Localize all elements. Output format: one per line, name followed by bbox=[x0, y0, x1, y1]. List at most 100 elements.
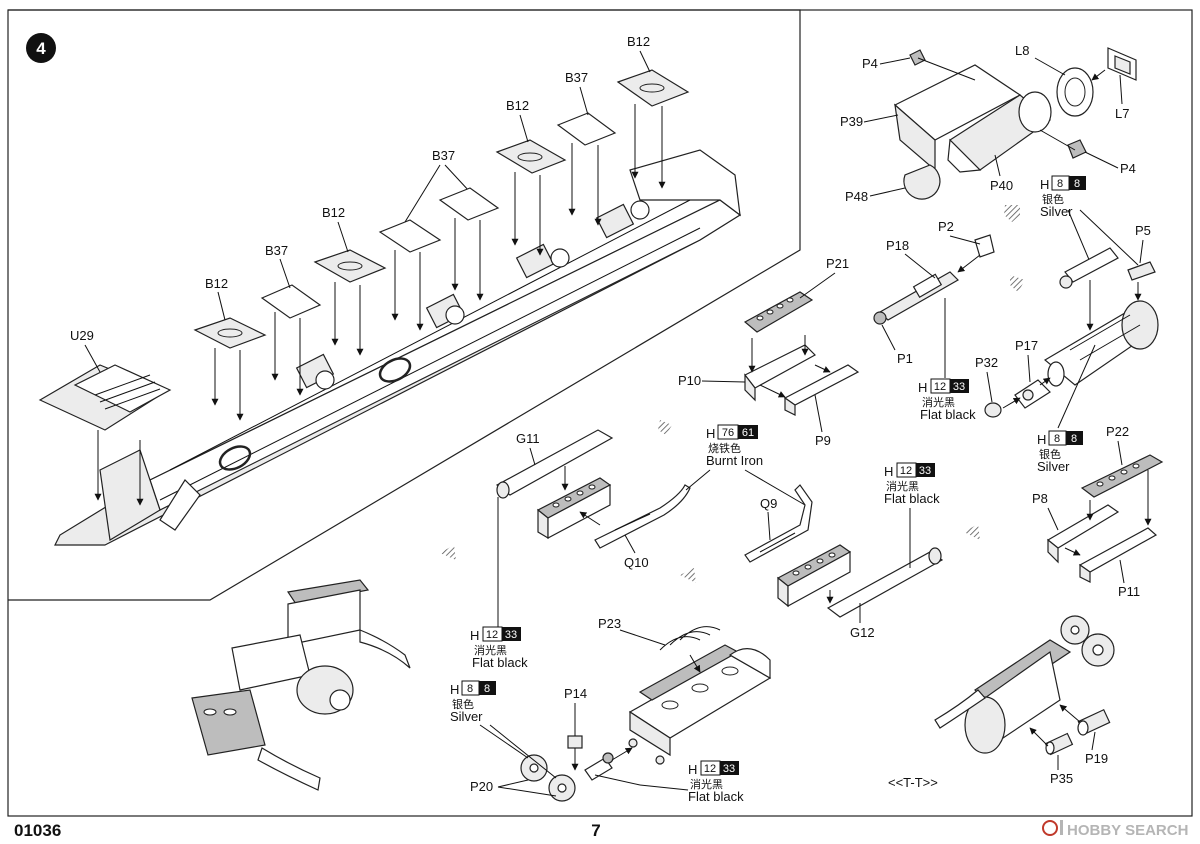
cooler-housing-assembly bbox=[893, 47, 1137, 200]
paint-callout-burnt-iron: H 76 61 烧铁色 Burnt Iron bbox=[706, 424, 763, 468]
part-b12-plate bbox=[495, 139, 567, 256]
label-p21: P21 bbox=[826, 256, 849, 271]
part-b37-plate bbox=[260, 284, 322, 396]
chassis-frame bbox=[54, 149, 742, 546]
label-p20: P20 bbox=[470, 779, 493, 794]
svg-text:H: H bbox=[706, 426, 715, 441]
svg-text:银色: 银色 bbox=[452, 697, 474, 711]
svg-text:76: 76 bbox=[722, 427, 734, 439]
svg-text:H: H bbox=[450, 682, 459, 697]
svg-text:Silver: Silver bbox=[450, 709, 483, 724]
svg-text:H: H bbox=[688, 762, 697, 777]
label-p1: P1 bbox=[897, 351, 913, 366]
label-p40: P40 bbox=[990, 178, 1013, 193]
label-p35: P35 bbox=[1050, 771, 1073, 786]
svg-text:8: 8 bbox=[1057, 178, 1063, 190]
svg-text:Silver: Silver bbox=[1037, 459, 1070, 474]
breather-tube-assembly bbox=[873, 234, 995, 325]
label-p22: P22 bbox=[1106, 424, 1129, 439]
svg-text:33: 33 bbox=[953, 381, 965, 393]
kit-number: 01036 bbox=[14, 821, 61, 840]
svg-text:8: 8 bbox=[1054, 433, 1060, 445]
paint-callout-flat-black: H 12 33 消光黑 Flat black bbox=[470, 626, 528, 670]
svg-text:12: 12 bbox=[934, 381, 946, 393]
label-p4-1: P4 bbox=[862, 56, 878, 71]
label-q9: Q9 bbox=[760, 496, 777, 511]
label-p5: P5 bbox=[1135, 223, 1151, 238]
svg-text:Flat black: Flat black bbox=[688, 789, 744, 804]
generator-assembly bbox=[984, 247, 1159, 418]
chassis-cutout bbox=[159, 357, 412, 531]
svg-text:银色: 银色 bbox=[1039, 447, 1061, 461]
label-p11: P11 bbox=[1118, 584, 1140, 599]
svg-text:33: 33 bbox=[723, 763, 735, 775]
label-p23: P23 bbox=[598, 616, 621, 631]
watermark-text: HOBBY SEARCH bbox=[1067, 822, 1188, 839]
fan-and-shaft bbox=[520, 735, 633, 802]
part-b12-plate bbox=[193, 317, 267, 421]
svg-text:33: 33 bbox=[919, 465, 931, 477]
svg-text:61: 61 bbox=[742, 427, 754, 439]
label-p14: P14 bbox=[564, 686, 587, 701]
label-b12-2: B12 bbox=[322, 205, 345, 220]
part-b37-plate bbox=[438, 187, 500, 301]
label-p18: P18 bbox=[886, 238, 909, 253]
svg-text:Flat black: Flat black bbox=[884, 491, 940, 506]
part-b12-plate bbox=[313, 249, 387, 356]
exhaust-right-assembly bbox=[744, 484, 944, 618]
hobby-search-logo: HOBBY SEARCH bbox=[1042, 820, 1188, 839]
svg-text:12: 12 bbox=[486, 629, 498, 641]
label-g11: G11 bbox=[516, 431, 540, 446]
page-number: 7 bbox=[591, 821, 600, 840]
fan-icon bbox=[520, 754, 576, 802]
paint-callout-flat-black: H 12 33 消光黑 Flat black bbox=[884, 462, 940, 506]
svg-text:H: H bbox=[918, 380, 927, 395]
svg-text:12: 12 bbox=[704, 763, 716, 775]
label-b37-1: B37 bbox=[265, 243, 288, 258]
label-p32: P32 bbox=[975, 355, 998, 370]
label-p19: P19 bbox=[1085, 751, 1108, 766]
svg-text:银色: 银色 bbox=[1042, 192, 1064, 206]
label-l7: L7 bbox=[1115, 106, 1129, 121]
label-p39: P39 bbox=[840, 114, 863, 129]
svg-text:8: 8 bbox=[1074, 178, 1080, 190]
engine-completed-view-left bbox=[191, 579, 411, 791]
label-p17: P17 bbox=[1015, 338, 1038, 353]
svg-text:烧铁色: 烧铁色 bbox=[708, 441, 741, 455]
step-badge: 4 bbox=[26, 33, 56, 63]
svg-text:消光黑: 消光黑 bbox=[886, 479, 919, 493]
label-u29: U29 bbox=[70, 328, 94, 343]
svg-text:H: H bbox=[470, 628, 479, 643]
svg-text:8: 8 bbox=[484, 683, 490, 695]
paint-callout-flat-black: H 12 33 消光黑 Flat black bbox=[688, 760, 744, 804]
label-p8: P8 bbox=[1032, 491, 1048, 506]
part-u29 bbox=[38, 364, 172, 506]
exhaust-left-assembly bbox=[495, 429, 691, 549]
svg-text:8: 8 bbox=[1071, 433, 1077, 445]
svg-text:33: 33 bbox=[505, 629, 517, 641]
paint-callout-silver: H 8 8 银色 Silver bbox=[1040, 175, 1086, 219]
label-p2: P2 bbox=[938, 219, 954, 234]
label-l8: L8 bbox=[1015, 43, 1029, 58]
svg-text:H: H bbox=[884, 464, 893, 479]
intake-box-left bbox=[743, 291, 860, 416]
engine-block-center bbox=[628, 626, 772, 765]
chassis-detail-blocks bbox=[295, 200, 650, 390]
label-b12-1: B12 bbox=[205, 276, 228, 291]
svg-text:H: H bbox=[1037, 432, 1046, 447]
step-number: 4 bbox=[36, 39, 46, 58]
label-g12: G12 bbox=[850, 625, 875, 640]
paint-callout-silver: H 8 8 银色 Silver bbox=[450, 680, 496, 724]
cylinder-parts bbox=[1029, 704, 1111, 756]
svg-text:Flat black: Flat black bbox=[472, 655, 528, 670]
part-b37-plate bbox=[556, 112, 617, 226]
view-note: <<T-T>> bbox=[888, 775, 938, 790]
svg-text:消光黑: 消光黑 bbox=[474, 643, 507, 657]
part-b12-plate bbox=[616, 69, 690, 189]
svg-text:8: 8 bbox=[467, 683, 473, 695]
svg-text:Flat black: Flat black bbox=[920, 407, 976, 422]
intake-box-right bbox=[1046, 454, 1164, 583]
label-q10: Q10 bbox=[624, 555, 649, 570]
engine-completed-view-right bbox=[934, 615, 1115, 756]
